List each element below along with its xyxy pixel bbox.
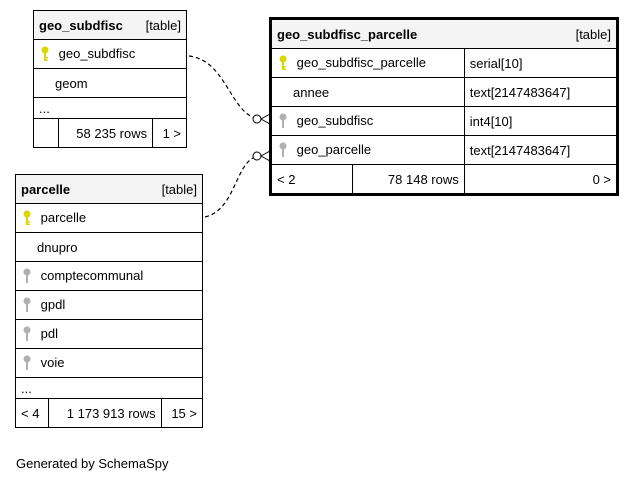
- table-name: geo_subdfisc_parcelle: [277, 26, 418, 42]
- table-footer: < 2 78 148 rows 0 >: [271, 164, 618, 194]
- column-row: geom: [33, 68, 187, 98]
- edge-geo-subdfisc-crowfoot: [252, 114, 262, 124]
- footer-left[interactable]: < 2: [271, 164, 353, 194]
- edge-parcelle-crowfoot: [252, 151, 262, 161]
- foreign-key-icon: [23, 326, 31, 342]
- column-name: annee: [293, 84, 330, 100]
- column-type: text[2147483647]: [463, 77, 618, 107]
- footer-right[interactable]: 1 >: [152, 118, 187, 148]
- foreign-key-icon: [279, 113, 287, 129]
- column-row: parcelle: [15, 203, 203, 233]
- table-type: [table]: [575, 26, 611, 42]
- column-name: geo_subdfisc: [296, 112, 374, 128]
- row-count: 78 148 rows: [352, 164, 465, 194]
- footer-left[interactable]: < 4: [14, 398, 50, 428]
- foreign-key-icon: [23, 268, 31, 284]
- footer-left: [33, 118, 59, 148]
- column-row: geo_subdfisc: [33, 39, 187, 69]
- table-type: [table]: [161, 181, 197, 197]
- column-row: pdl: [15, 319, 203, 349]
- table-name: geo_subdfisc: [39, 17, 123, 33]
- column-row: geo_parcelle text[2147483647]: [271, 135, 618, 165]
- primary-key-icon: [23, 210, 31, 226]
- column-row: geo_subdfisc_parcelle serial[10]: [271, 48, 618, 78]
- primary-key-icon: [279, 55, 287, 71]
- table-type: [table]: [145, 17, 181, 33]
- primary-key-icon: [41, 46, 49, 62]
- column-row: gpdl: [15, 290, 203, 320]
- column-type: int4[10]: [463, 106, 618, 136]
- column-row: voie: [15, 348, 203, 378]
- row-count: 1 173 913 rows: [48, 398, 162, 428]
- foreign-key-icon: [23, 297, 31, 313]
- table-name: parcelle: [21, 181, 71, 197]
- footer-right: 0 >: [463, 164, 618, 194]
- footer-right[interactable]: 15 >: [160, 398, 204, 428]
- generated-by-text: Generated by SchemaSpy: [16, 456, 169, 471]
- edge-parcelle: [204, 156, 256, 218]
- table-geo-subdfisc-parcelle[interactable]: geo_subdfisc_parcelle [table] geo_subdfi…: [269, 17, 619, 196]
- row-count: 58 235 rows: [57, 118, 154, 148]
- column-name: pdl: [40, 325, 58, 341]
- column-name: geo_subdfisc: [58, 45, 136, 61]
- column-name: parcelle: [40, 209, 87, 225]
- table-geo-subdfisc[interactable]: geo_subdfisc [table] geo_subdfisc geom .…: [33, 10, 187, 148]
- column-type: text[2147483647]: [463, 135, 618, 165]
- column-name: geo_parcelle: [296, 141, 372, 157]
- column-row: comptecommunal: [15, 261, 203, 291]
- column-name: geo_subdfisc_parcelle: [296, 54, 426, 70]
- column-name: comptecommunal: [40, 267, 144, 283]
- column-name: gpdl: [40, 296, 66, 312]
- column-type: serial[10]: [463, 48, 618, 78]
- column-row: dnupro: [15, 232, 203, 262]
- column-row: annee text[2147483647]: [271, 77, 618, 107]
- table-footer: 58 235 rows 1 >: [33, 118, 187, 148]
- column-name: dnupro: [37, 239, 78, 255]
- ellipsis: ...: [33, 97, 187, 119]
- column-name: voie: [40, 354, 65, 370]
- table-parcelle[interactable]: parcelle [table] parcelle dnupro comptec…: [14, 174, 204, 428]
- foreign-key-icon: [23, 355, 31, 371]
- column-name: geom: [55, 75, 88, 91]
- foreign-key-icon: [279, 142, 287, 158]
- column-row: geo_subdfisc int4[10]: [271, 106, 618, 136]
- table-footer: < 4 1 173 913 rows 15 >: [14, 398, 204, 428]
- ellipsis: ...: [15, 377, 203, 399]
- edge-geo-subdfisc: [188, 55, 256, 119]
